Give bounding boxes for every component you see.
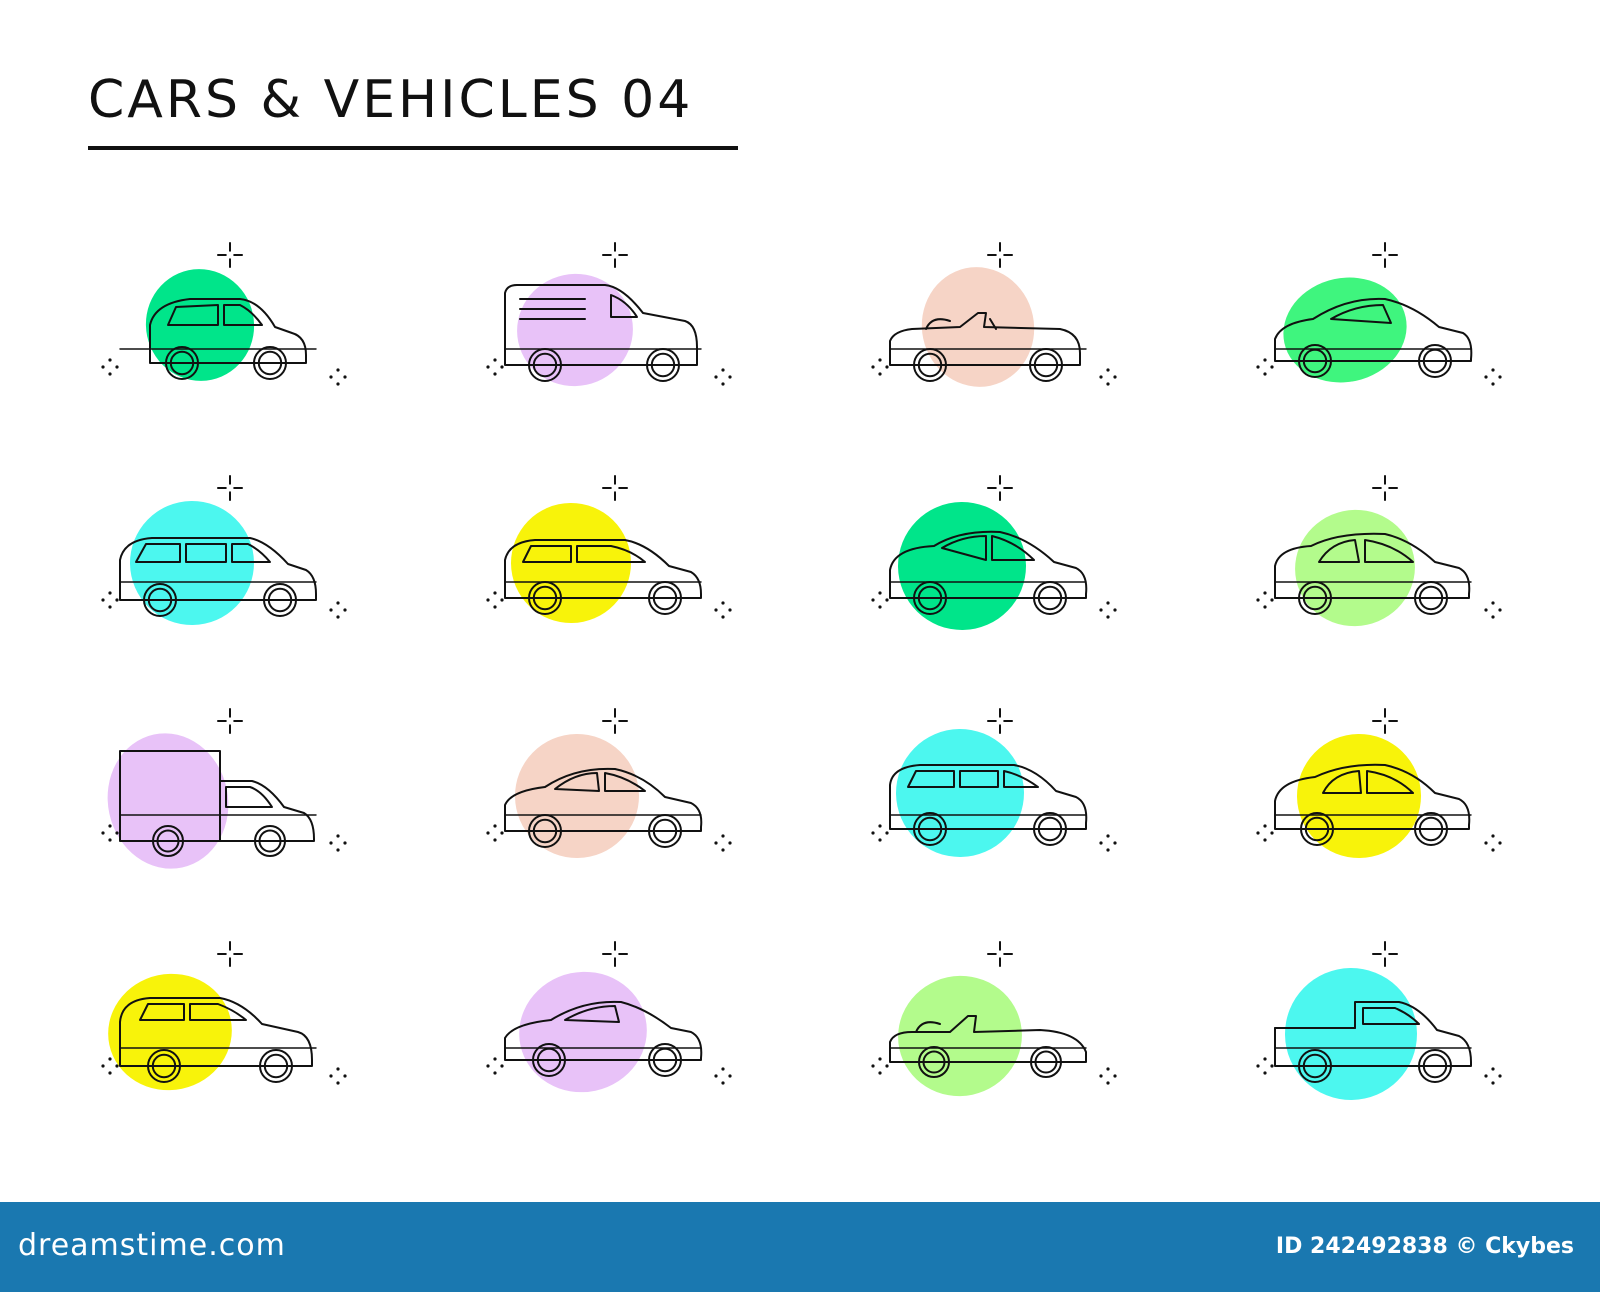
color-blob (519, 971, 647, 1093)
vehicle-icon-grid (80, 215, 1560, 1145)
station-wagon-icon (80, 448, 420, 663)
family-car-icon (1235, 681, 1575, 896)
footer-credit: ID 242492838 © Ckybes (1275, 1234, 1574, 1259)
page-title: CARS & VEHICLES 04 (88, 70, 694, 130)
roadster-icon (850, 914, 1190, 1129)
color-blob (1283, 277, 1407, 383)
delivery-van-icon (465, 215, 805, 430)
color-blob (1285, 968, 1417, 1100)
compact-car-icon (1235, 448, 1575, 663)
color-blob (515, 734, 639, 858)
color-blob (921, 267, 1035, 387)
color-blob (1295, 509, 1415, 627)
hatchback-icon (80, 215, 420, 430)
color-blob (108, 973, 232, 1091)
estate-car-icon (465, 448, 805, 663)
title-underline (88, 146, 738, 150)
color-blob (898, 502, 1026, 630)
suv-icon (850, 681, 1190, 896)
liftback-icon (850, 448, 1190, 663)
color-blob (1297, 734, 1421, 858)
coupe-icon (465, 914, 805, 1129)
box-truck-icon (80, 681, 420, 896)
convertible-icon (850, 215, 1190, 430)
color-blob (107, 733, 229, 869)
color-blob (517, 273, 633, 387)
watermark-footer: dreamstime.com ID 242492838 © Ckybes (0, 1202, 1600, 1292)
color-blob (896, 729, 1024, 857)
pickup-truck-icon (1235, 914, 1575, 1129)
color-blob (898, 975, 1022, 1097)
footer-brand: dreamstime.com (18, 1228, 286, 1263)
city-car-icon (80, 914, 420, 1129)
sports-coupe-icon (1235, 215, 1575, 430)
sedan-icon (465, 681, 805, 896)
